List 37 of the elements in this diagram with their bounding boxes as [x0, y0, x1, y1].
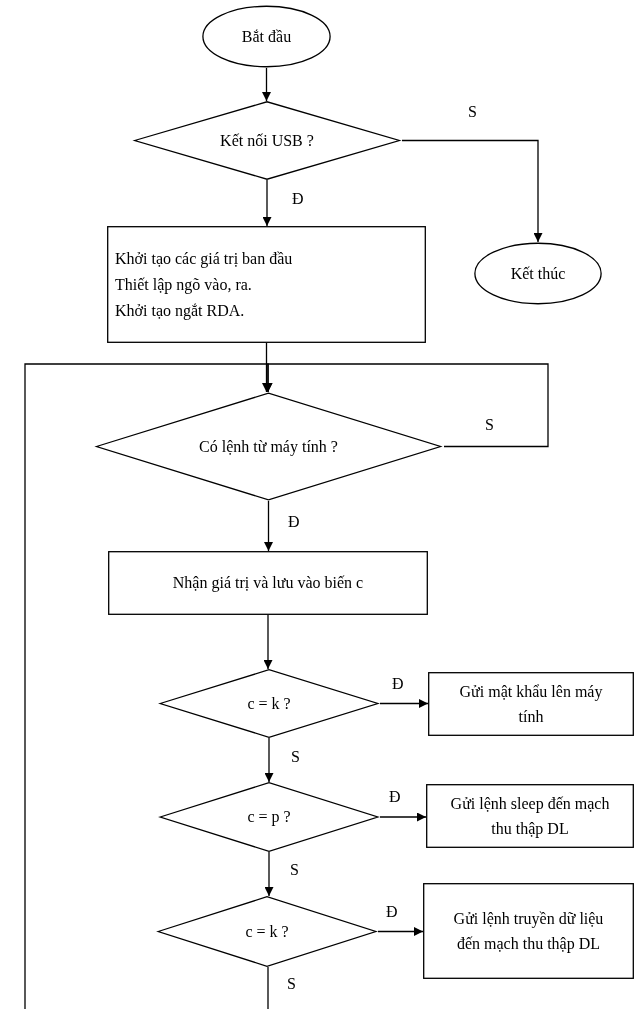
- decision-diamond: [158, 782, 380, 852]
- node-text: Bắt đầu: [241, 26, 292, 47]
- node-text: c = k ?: [245, 921, 289, 942]
- process-box: [428, 672, 634, 736]
- arrow: [377, 927, 424, 936]
- arrow: [379, 812, 427, 822]
- process-box: [423, 883, 634, 979]
- node-text: Kết thúc: [510, 263, 566, 284]
- arrow: [379, 699, 429, 708]
- arrow: [401, 139, 543, 243]
- node-text: Khởi tạo ngắt RDA.: [115, 300, 245, 322]
- node-text: c = p ?: [247, 807, 291, 828]
- arrow: [264, 851, 274, 897]
- node-text: Nhận giá trị và lưu vào biến c: [172, 573, 364, 594]
- process-box: [107, 226, 426, 343]
- process-box: [426, 784, 634, 848]
- terminal-ellipse: [474, 242, 602, 305]
- process-box: [108, 551, 428, 615]
- arrow: [263, 614, 273, 670]
- arrow: [262, 179, 272, 227]
- node-text: Khởi tạo các giá trị ban đầu: [115, 248, 293, 270]
- node-text: c = k ?: [247, 693, 291, 714]
- terminal-ellipse: [202, 5, 331, 68]
- node-text: Thiết lập ngõ vào, ra.: [115, 274, 252, 296]
- node-text: Gửi lệnh truyền dữ liệu đến mạch thu thập DL: [452, 909, 605, 955]
- node-text: Gửi mật khẩu lên máy tính: [458, 682, 604, 727]
- node-text: Có lệnh từ máy tính ?: [199, 436, 338, 458]
- decision-diamond: [158, 669, 380, 738]
- arrow: [264, 500, 273, 552]
- decision-diamond: [156, 896, 378, 967]
- arrow: [264, 737, 274, 783]
- decision-diamond: [132, 101, 402, 180]
- node-text: Gửi lệnh sleep đến mạch thu thập DL: [450, 794, 610, 840]
- node-text: Kết nối USB ?: [220, 130, 314, 151]
- decision-diamond: [93, 392, 444, 501]
- arrow: [24, 363, 273, 1009]
- arrow: [262, 67, 271, 102]
